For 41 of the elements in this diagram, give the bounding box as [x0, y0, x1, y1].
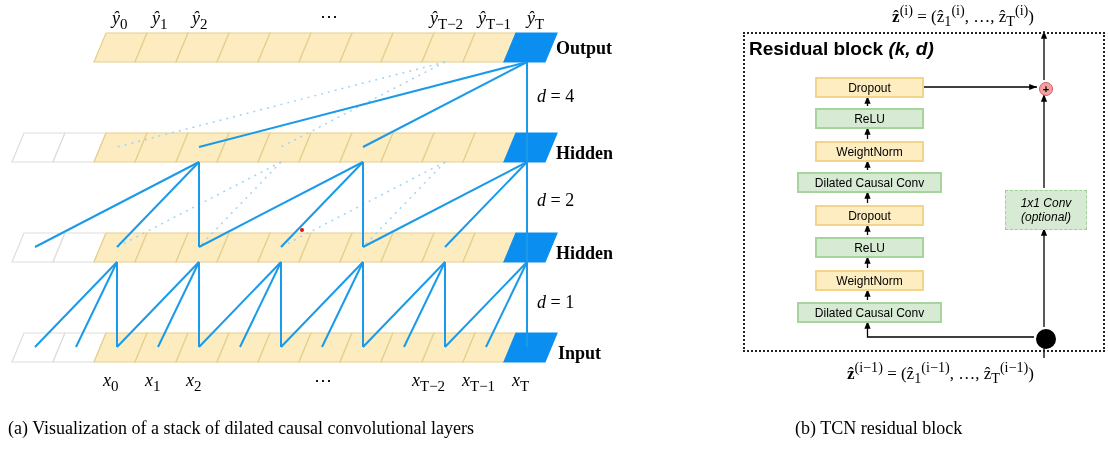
junction-dot: [1036, 329, 1056, 349]
layer-label: Input: [558, 343, 602, 363]
layer-box: Dilated Causal Conv: [797, 172, 942, 193]
block-title: Residual block (k, d): [749, 38, 934, 60]
input-symbol: x$_{2}$: [186, 370, 202, 396]
output-symbol: ŷ$_{2}$: [192, 8, 208, 34]
input-formula: ẑ$^{(i−1)}$ = (ẑ$_{1}$$^{(i−1)}$, …, ẑ$_{T}$$^{(i−1)}$): [800, 358, 1048, 388]
ellipsis: ⋯: [320, 6, 338, 26]
output-symbol: ŷ$_{1}$: [152, 8, 168, 34]
figure-caption: (b) TCN residual block: [795, 418, 963, 438]
arrow: [1040, 93, 1048, 189]
layer-box: Dropout: [815, 205, 924, 226]
dilation-label: d = 4: [537, 86, 575, 106]
ellipsis: ⋯: [314, 370, 332, 390]
output-symbol: ŷ$_{T}$: [527, 8, 545, 34]
optional-conv-box: 1x1 Conv (optional): [1005, 190, 1087, 230]
input-symbol: x$_{T−1}$: [462, 370, 496, 396]
input-symbol: x$_{1}$: [145, 370, 161, 396]
arrow: [1040, 30, 1048, 81]
sum-node: +: [1039, 82, 1053, 96]
output-symbol: ŷ$_{0}$: [112, 8, 128, 34]
layer-box: Dropout: [815, 77, 924, 98]
dilation-label: d = 1: [537, 292, 575, 312]
figure-caption: (a) Visualization of a stack of dilated causal convolutional layers: [8, 418, 475, 438]
layer-label: Hidden: [556, 143, 614, 163]
layer-box: ReLU: [815, 108, 924, 129]
layer-box: WeightNorm: [815, 270, 924, 291]
layer-label: Output: [556, 38, 613, 58]
connector-line: [1043, 346, 1045, 359]
input-symbol: x$_{T}$: [512, 370, 530, 396]
output-symbol: ŷ$_{T−2}$: [430, 8, 464, 34]
layer-box: ReLU: [815, 237, 924, 258]
layer-box: Dilated Causal Conv: [797, 302, 942, 323]
output-formula: ẑ$^{(i)}$ = (ẑ$_{1}$$^{(i)}$, …, ẑ$_{T}$$^{(i)}$): [800, 1, 1048, 31]
output-symbol: ŷ$_{T−1}$: [478, 8, 512, 34]
dilation-label: d = 2: [537, 190, 575, 210]
layer-label: Hidden: [556, 243, 614, 263]
residual-block-frame: [743, 32, 1105, 352]
input-symbol: x$_{0}$: [103, 370, 119, 396]
layer-box: WeightNorm: [815, 141, 924, 162]
input-symbol: x$_{T−2}$: [412, 370, 446, 396]
